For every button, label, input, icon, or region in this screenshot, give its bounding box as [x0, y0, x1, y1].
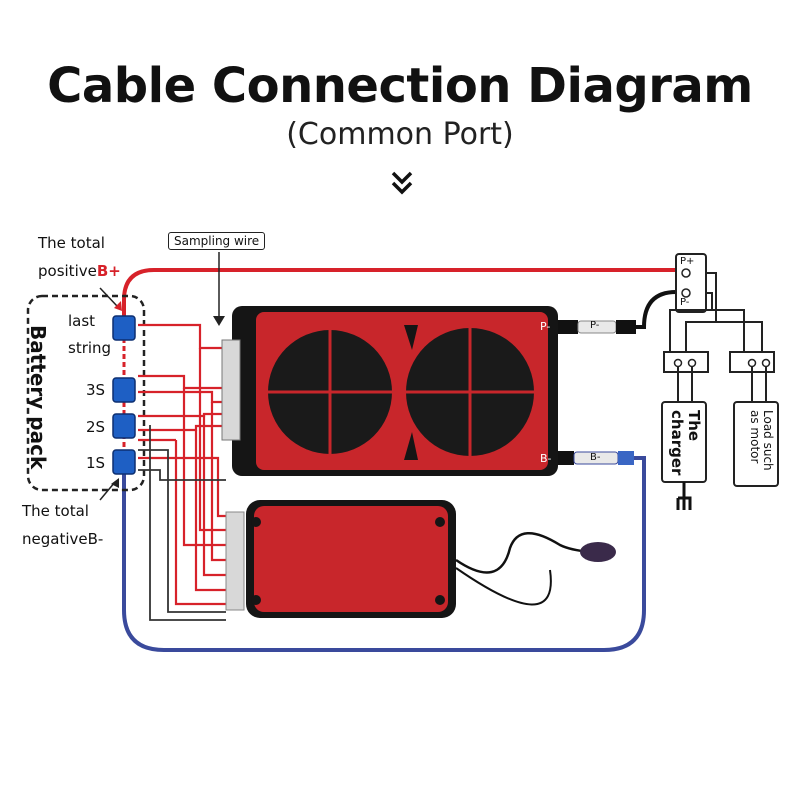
last-string-label-line1: last [68, 312, 96, 330]
charger-label: The charger [668, 410, 703, 476]
negative-wire [122, 456, 646, 652]
cell-1s [112, 449, 136, 475]
total-negative-label-line1: The total [22, 502, 89, 520]
sampling-wire-label: Sampling wire [168, 232, 266, 250]
total-negative-label-line2: negativeB- [22, 530, 104, 548]
cell-2s-label: 2S [86, 418, 106, 436]
total-positive-label-line1: The total [38, 234, 105, 252]
chevron-down-icon [391, 171, 413, 195]
p-plus-terminal-label: P+ [680, 256, 695, 267]
bms-p-minus-label: P- [540, 320, 551, 333]
battery-cells [112, 315, 136, 475]
b-minus-cable-label: B- [590, 452, 601, 463]
cell-2s [112, 413, 136, 439]
last-string-label-line2: string [68, 339, 112, 357]
bms-board [221, 306, 558, 476]
cell-last-string [112, 315, 136, 341]
cell-1s-label: 1S [86, 454, 106, 472]
total-positive-label-line2: positiveB+ [38, 262, 121, 280]
cell-3s [112, 377, 136, 403]
p-minus-cable-label: P- [590, 320, 600, 331]
positive-wire [122, 268, 676, 316]
cell-3s-label: 3S [86, 381, 106, 399]
p-terminal-box [675, 253, 707, 313]
sampling-wires-black [138, 425, 226, 621]
bms-module [225, 500, 616, 618]
bms-b-minus-label: B- [540, 452, 552, 465]
p-minus-terminal-label: P- [680, 297, 690, 308]
diagram-title: Cable Connection Diagram [47, 58, 753, 114]
diagram-subtitle: (Common Port) [286, 117, 514, 152]
battery-pack-label: Battery pack [26, 324, 50, 470]
load-label: Load such as motor [748, 410, 775, 471]
load-box [733, 401, 779, 487]
sampling-wires [138, 323, 226, 606]
